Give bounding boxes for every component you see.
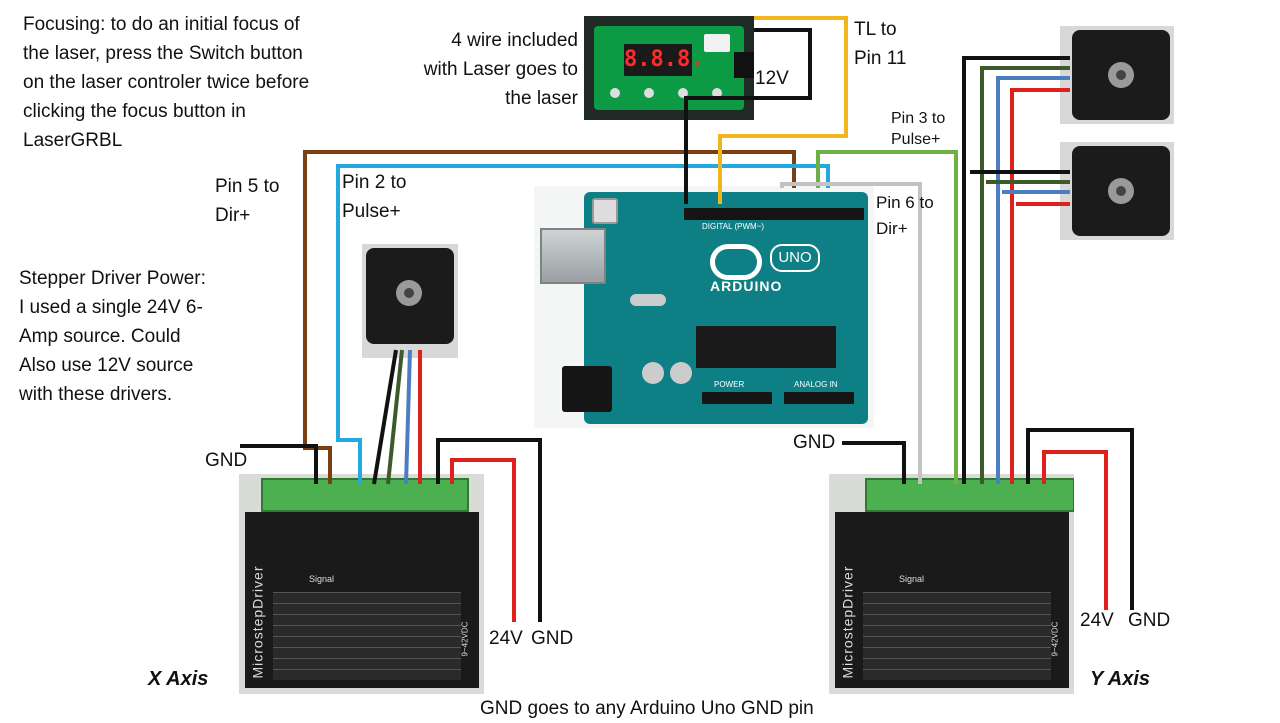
wire-pin2-pulse — [336, 164, 830, 484]
wire-x-gnd — [240, 444, 318, 484]
label-gnd-x-power: GND — [531, 628, 574, 649]
y-motor-wire-black — [962, 56, 1070, 484]
stepper-driver-x: MicrostepDriver Signal DC 9~42VDC — [239, 474, 484, 694]
label-gnd-y: GND — [793, 432, 836, 453]
stepper-motor-y1 — [1060, 26, 1174, 124]
wire-tl-pin11 — [718, 16, 848, 204]
usb-port — [540, 228, 606, 284]
wire-pin3-pulse — [816, 150, 958, 484]
focusing-note: Focusing: to do an initial focus of the … — [23, 14, 310, 151]
label-pin2: Pin 2 to Pulse+ — [342, 172, 407, 222]
arduino-logo — [710, 244, 762, 280]
x-power-gnd — [436, 438, 542, 622]
wire-laser-12v — [684, 28, 812, 204]
label-laser-wire: 4 wire included with Laser goes to the l… — [423, 30, 578, 109]
analog-header — [784, 392, 854, 404]
label-tl: TL to Pin 11 — [854, 19, 907, 69]
x-motor-wire-blue — [404, 349, 412, 485]
power-header — [702, 392, 772, 404]
arduino-uno-board: DIGITAL (PWM~) UNO ARDUINO POWER ANALOG … — [534, 186, 874, 428]
label-24v-x: 24V — [489, 628, 523, 649]
footer-note: GND goes to any Arduino Uno GND pin — [480, 698, 814, 719]
x-axis-label: X Axis — [148, 668, 209, 690]
wire-y-gnd — [842, 441, 906, 484]
wire-pin6-dir — [780, 182, 922, 484]
stepper-motor-x — [362, 244, 458, 358]
x-motor-wire-green — [386, 349, 404, 485]
label-pin6: Pin 6 to Dir+ — [876, 193, 934, 238]
x-power-24v — [450, 458, 516, 622]
laser-controller-photo: 8.8.8. — [584, 16, 754, 120]
arduino-brand: ARDUINO — [710, 278, 783, 294]
y-power-24v — [1042, 450, 1108, 610]
power-jack — [562, 366, 612, 412]
laser-led-display: 8.8.8. — [624, 44, 703, 76]
label-pin5: Pin 5 to Dir+ — [215, 176, 280, 226]
power-note: Stepper Driver Power: I used a single 24… — [19, 268, 206, 405]
y-axis-label: Y Axis — [1090, 668, 1151, 690]
microcontroller-chip — [696, 326, 836, 368]
label-12v: 12V — [755, 68, 789, 89]
y-motor-wire-green — [980, 66, 1070, 484]
label-pin3: Pin 3 to Pulse+ — [891, 110, 946, 148]
digital-header — [684, 208, 864, 220]
label-24v-y: 24V — [1080, 610, 1114, 631]
y-power-gnd — [1026, 428, 1134, 610]
x-motor-wire-black — [372, 349, 398, 485]
wire-pin5-dir — [303, 150, 796, 484]
y-motor-wire-red — [1010, 88, 1070, 484]
y-motor-wire-blue — [996, 76, 1070, 484]
label-gnd-x: GND — [205, 450, 248, 471]
stepper-driver-y: MicrostepDriver Signal DC 9~42VDC — [829, 474, 1074, 694]
reset-button — [592, 198, 618, 224]
label-gnd-y-power: GND — [1128, 610, 1171, 631]
uno-badge: UNO — [770, 244, 820, 272]
stepper-motor-y2 — [1060, 142, 1174, 240]
